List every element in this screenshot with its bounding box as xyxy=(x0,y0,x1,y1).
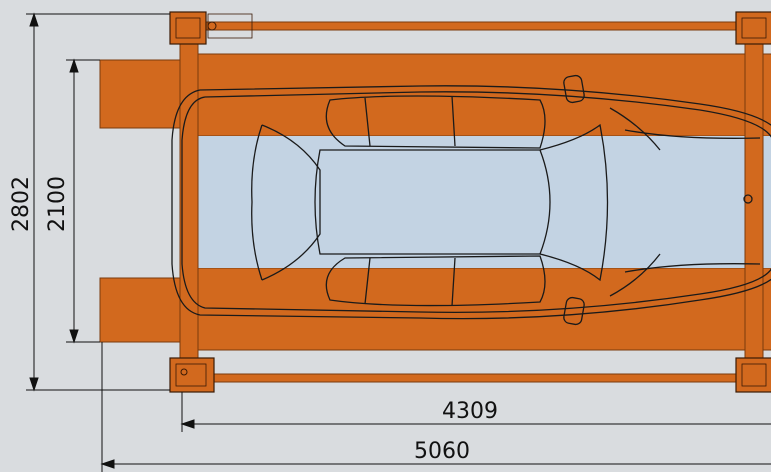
runway-gap xyxy=(180,136,771,268)
bottom-cross-beam xyxy=(197,373,746,383)
car-outline xyxy=(171,74,771,326)
top-cross-beam xyxy=(197,21,746,31)
post-bottom-left xyxy=(169,357,215,393)
right-frame-rail xyxy=(744,21,764,383)
dimension-lines xyxy=(26,12,771,472)
ramp-top xyxy=(99,59,185,129)
post-top-right xyxy=(735,11,771,45)
dim-runway-width: 2100 xyxy=(45,176,70,232)
post-top-left xyxy=(169,11,253,45)
dim-overall-width: 2802 xyxy=(9,176,34,232)
ramp-bottom xyxy=(99,277,185,343)
post-bottom-right xyxy=(735,357,771,393)
dim-overall-length: 5060 xyxy=(414,439,470,464)
dim-column-span: 4309 xyxy=(442,399,498,424)
left-frame-rail xyxy=(179,21,199,383)
